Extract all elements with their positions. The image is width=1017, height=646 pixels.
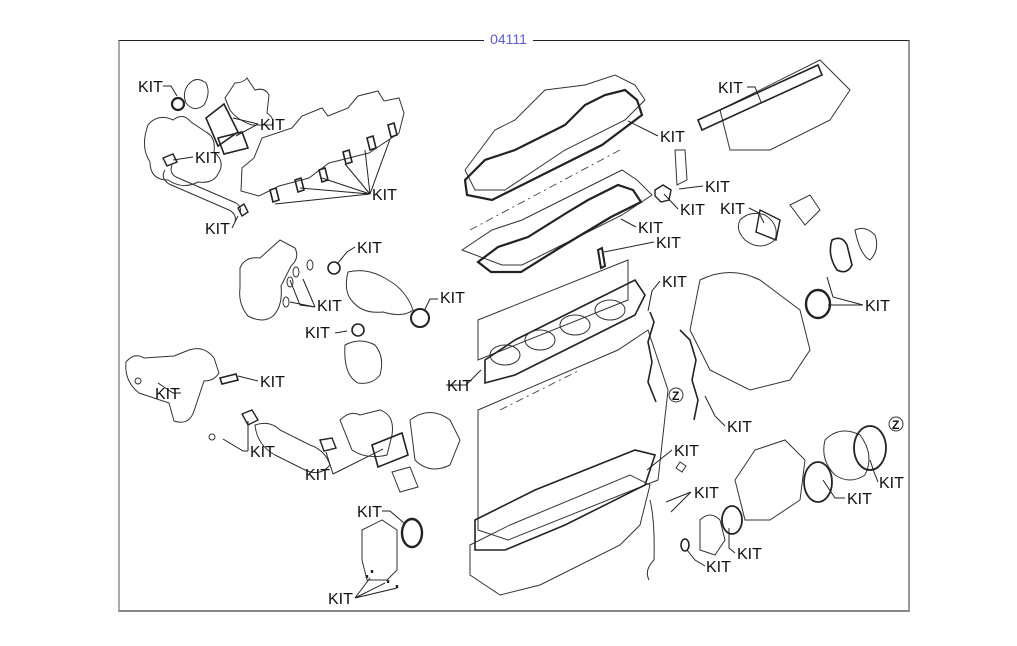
kit-label-egr-flange[interactable]: KIT — [260, 374, 285, 391]
cylinder-block — [477, 259, 811, 541]
diagram-title-bar: 04111 — [0, 31, 1017, 49]
z-marker: Z — [892, 418, 899, 432]
rear-seal-assembly — [361, 517, 424, 588]
kit-label-injector-seal[interactable]: KIT — [680, 202, 705, 219]
kit-label-water-pump-oring[interactable]: KIT — [706, 559, 731, 576]
kit-label-dipstick[interactable]: KIT — [694, 485, 719, 502]
kit-label-oil-filter-housing[interactable]: KIT — [440, 290, 465, 307]
kit-label-egr-pipe[interactable]: KIT — [155, 386, 180, 403]
oil-pan — [469, 449, 687, 596]
kit-label-rear-plate-bolts[interactable]: KIT — [328, 591, 353, 608]
kit-label-oil-filter-lower[interactable]: KIT — [305, 325, 330, 342]
kit-label-rear-seal[interactable]: KIT — [357, 504, 382, 521]
diagram-title-link[interactable]: 04111 — [484, 31, 533, 47]
kit-label-head-gasket[interactable]: KIT — [447, 378, 472, 395]
intake-assembly — [239, 239, 430, 384]
kit-label-thermostat[interactable]: KIT — [720, 201, 745, 218]
kit-label-pump-cover-z[interactable]: KIT — [879, 475, 904, 492]
kit-label-valve-spring[interactable]: KIT — [656, 235, 681, 252]
z-marker: Z — [672, 389, 679, 403]
egr-assembly — [125, 348, 461, 493]
kit-label-egr-cooler[interactable]: KIT — [250, 444, 275, 461]
kit-label-egr-valve[interactable]: KIT — [305, 467, 330, 484]
kit-label-turbo-ring[interactable]: KIT — [138, 79, 163, 96]
kit-label-timing-cover-z[interactable]: KIT — [727, 419, 752, 436]
timing-assembly — [647, 59, 878, 421]
kit-label-oil-line-upper[interactable]: KIT — [195, 150, 220, 167]
callout-labels: KIT KIT KIT KIT KIT KIT KIT KIT KIT KIT … — [138, 79, 904, 608]
kit-label-intake-manifold[interactable]: KIT — [718, 80, 743, 97]
kit-label-water-pump-ring[interactable]: KIT — [737, 546, 762, 563]
leader-lines — [157, 85, 879, 599]
rocker-cover — [460, 74, 688, 274]
kit-label-rocker-cover[interactable]: KIT — [660, 129, 685, 146]
kit-label-oil-pan[interactable]: KIT — [674, 443, 699, 460]
kit-label-timing-gasket[interactable]: KIT — [662, 274, 687, 291]
kit-label-pump-cover-ring[interactable]: KIT — [847, 491, 872, 508]
kit-label-turbo-flange[interactable]: KIT — [260, 117, 285, 134]
turbo-assembly — [144, 77, 274, 223]
kit-label-oil-cooler-rings[interactable]: KIT — [317, 298, 342, 315]
kit-label-oil-line-lower[interactable]: KIT — [205, 221, 230, 238]
kit-label-exhaust-manifold[interactable]: KIT — [372, 187, 397, 204]
kit-label-cam-gasket[interactable]: KIT — [638, 220, 663, 237]
pump-assembly: Z Z — [668, 387, 904, 556]
kit-label-injector[interactable]: KIT — [705, 179, 730, 196]
kit-label-front-cover[interactable]: KIT — [865, 298, 890, 315]
exhaust-manifold — [240, 90, 405, 204]
kit-label-oil-filter-ring[interactable]: KIT — [357, 240, 382, 257]
